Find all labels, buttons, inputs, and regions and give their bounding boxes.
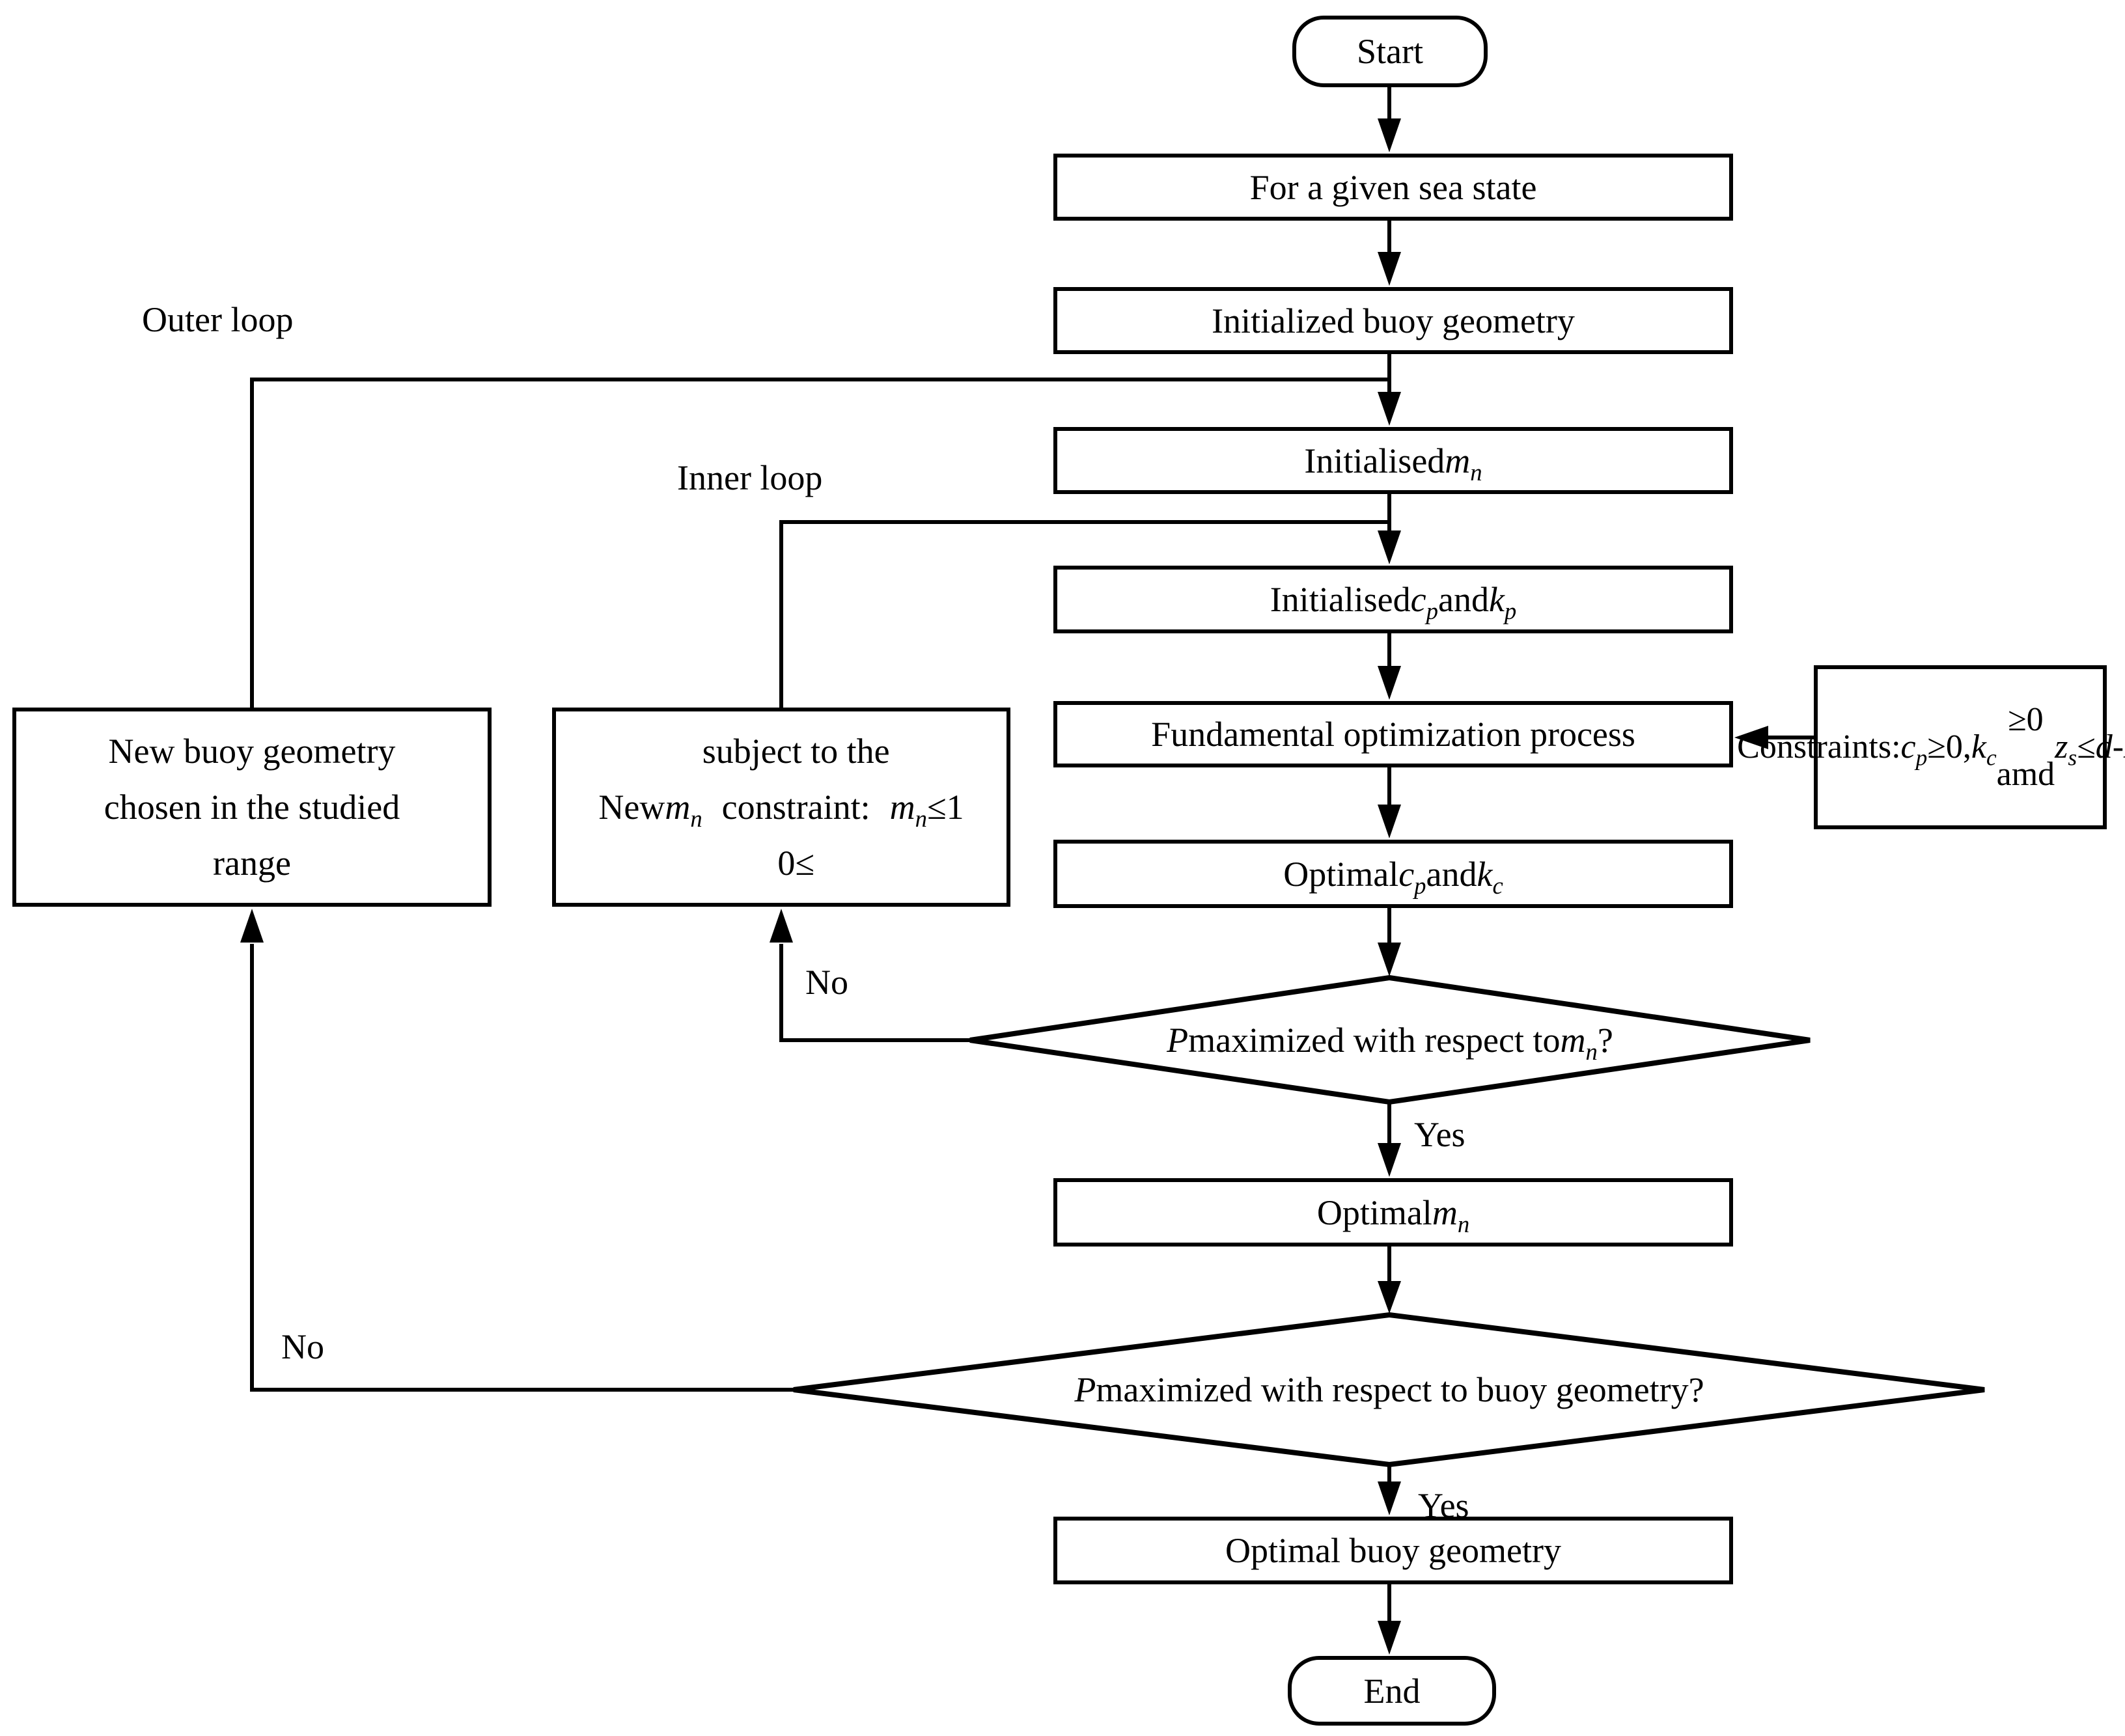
edge-constraints-to-fundamental — [1734, 726, 1814, 749]
edge-label-yes-mn: Yes — [1414, 1115, 1465, 1154]
edge-optimal-cp-kc-to-decision-mn — [1378, 908, 1401, 976]
terminal-end: End — [1288, 1656, 1496, 1726]
edge-sea-state-to-init-geometry — [1378, 221, 1401, 286]
process-initialised-mn: Initialised mn — [1053, 427, 1733, 494]
edge-fundamental-to-optimal-cp-kc — [1378, 767, 1401, 838]
decision-diamond-mn — [969, 974, 1811, 1105]
process-initialized-buoy-geometry: Initialized buoy geometry — [1053, 287, 1733, 354]
decision-label-mn: P maximized with respect to mn? — [1167, 1021, 1613, 1065]
terminal-start: Start — [1292, 16, 1488, 87]
edge-decision-geometry-no — [240, 909, 794, 1392]
process-initialised-cp-kp: Initialised cp and kp — [1053, 566, 1733, 633]
process-for-given-sea-state: For a given sea state — [1053, 154, 1733, 221]
edge-optimal-geometry-to-end — [1378, 1584, 1401, 1655]
edge-outer-loop — [250, 378, 1389, 708]
edge-label-yes-geometry: Yes — [1418, 1486, 1469, 1525]
edge-label-outer-loop: Outer loop — [142, 300, 294, 339]
edge-label-inner-loop: Inner loop — [677, 458, 823, 497]
edge-decision-mn-yes — [1378, 1102, 1401, 1177]
edge-init-mn-to-init-cp-kp — [1378, 494, 1401, 564]
process-optimal-buoy-geometry: Optimal buoy geometry — [1053, 1517, 1733, 1584]
process-optimal-mn: Optimal mn — [1053, 1178, 1733, 1247]
decision-label-geometry: P maximized with respect to buoy geometr… — [1074, 1370, 1704, 1409]
edge-decision-geometry-yes — [1378, 1465, 1401, 1515]
edge-label-no-geometry: No — [281, 1327, 324, 1366]
edge-label-no-mn: No — [805, 963, 848, 1002]
edge-init-cp-kp-to-fundamental — [1378, 633, 1401, 700]
edge-init-geometry-to-init-mn — [1378, 354, 1401, 426]
edge-decision-mn-no — [770, 909, 970, 1042]
decision-diamond-geometry — [793, 1312, 1985, 1468]
edge-inner-loop — [779, 520, 1389, 708]
process-optimal-cp-kc: Optimal cp and kc — [1053, 840, 1733, 908]
edge-start-to-sea-state — [1378, 85, 1401, 152]
edge-optimal-mn-to-decision-geometry — [1378, 1247, 1401, 1314]
process-fundamental-optimization: Fundamental optimization process — [1053, 701, 1733, 767]
